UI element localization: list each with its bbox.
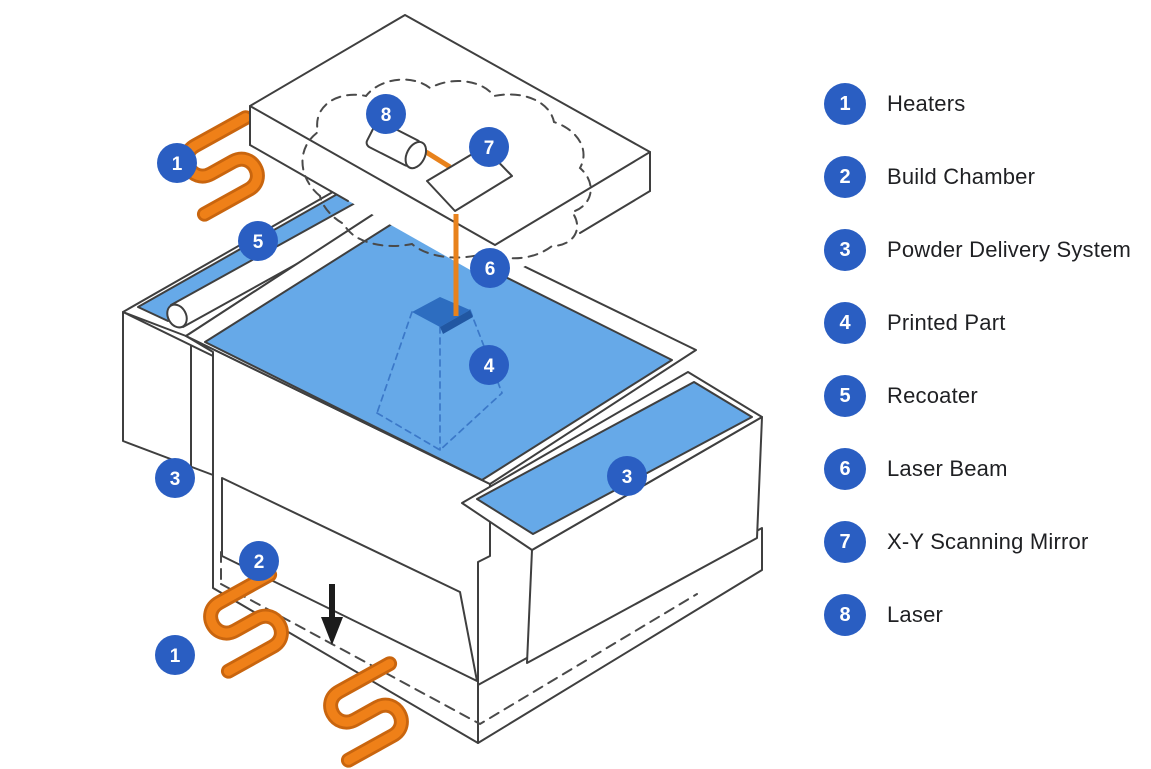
badge-number: 1 xyxy=(172,154,183,175)
right-bin-powder-strip xyxy=(476,381,753,535)
badge-number: 7 xyxy=(484,138,495,159)
legend-label: Laser xyxy=(887,602,944,627)
laser-to-mirror-beam xyxy=(424,149,452,170)
legend-label: Recoater xyxy=(887,383,978,408)
legend-item-heaters: 1 Heaters xyxy=(824,83,1131,125)
badge-circle xyxy=(238,221,278,261)
printed-part-side xyxy=(440,310,473,334)
badge-build-chamber: 2 xyxy=(239,541,279,581)
badge-circle xyxy=(470,248,510,288)
badge-number: 4 xyxy=(484,356,495,377)
coil-inner-stroke xyxy=(206,570,286,676)
coil-inner-stroke xyxy=(326,659,406,765)
printed-part-hidden-outline xyxy=(376,309,503,452)
badge-circle xyxy=(155,635,195,675)
legend-label: X-Y Scanning Mirror xyxy=(887,529,1089,554)
badge-printed-part: 4 xyxy=(469,345,509,385)
diagram-badges: 1 5 8 7 6 4 3 xyxy=(155,94,647,675)
legend-badge: 6 xyxy=(824,448,866,490)
legend-item-recoater: 5 Recoater xyxy=(824,375,1131,417)
legend-item-xy-scanning-mirror: 7 X-Y Scanning Mirror xyxy=(824,521,1131,563)
badge-circle xyxy=(469,127,509,167)
laser-cylinder-cap xyxy=(404,140,428,170)
badge-circle xyxy=(366,94,406,134)
badge-powder-delivery-left: 3 xyxy=(155,458,195,498)
lid-right-face xyxy=(495,152,650,284)
badge-laser-beam: 6 xyxy=(470,248,510,288)
legend-label: Heaters xyxy=(887,91,966,116)
powder-bin-right xyxy=(461,371,763,664)
badge-number: 6 xyxy=(485,259,496,280)
badge-number: 8 xyxy=(381,105,392,126)
legend-label: Laser Beam xyxy=(887,456,1008,481)
legend-label: Powder Delivery System xyxy=(887,237,1132,262)
legend-label: Printed Part xyxy=(887,310,1006,335)
badge-circle xyxy=(607,456,647,496)
machine-top xyxy=(185,201,697,485)
legend-badge: 5 xyxy=(824,375,866,417)
powder-bed xyxy=(204,221,673,481)
badge-heaters-top: 1 xyxy=(157,143,197,183)
lid-top-face xyxy=(249,14,651,246)
build-chamber-panel xyxy=(221,477,478,682)
badge-number: 1 xyxy=(170,646,181,667)
roller-end-cap xyxy=(166,303,188,329)
lid-assembly xyxy=(249,14,651,284)
legend: 1 Heaters 2 Build Chamber 3 Powder Deliv… xyxy=(824,83,1131,667)
badge-laser: 8 xyxy=(366,94,406,134)
legend-badge: 8 xyxy=(824,594,866,636)
legend-item-build-chamber: 2 Build Chamber xyxy=(824,156,1131,198)
badge-number: 3 xyxy=(622,467,633,488)
legend-badge: 3 xyxy=(824,229,866,271)
badge-circle xyxy=(155,458,195,498)
hidden-edge-dashed-bottom xyxy=(220,583,698,726)
badge-number: 3 xyxy=(170,469,181,490)
heater-coil-bottom-center xyxy=(323,656,409,768)
base-front-right-face xyxy=(477,527,763,744)
heater-coil-bottom-left xyxy=(203,567,289,679)
legend-badge: 4 xyxy=(824,302,866,344)
badge-circle xyxy=(469,345,509,385)
badge-recoater: 5 xyxy=(238,221,278,261)
legend-badge: 7 xyxy=(824,521,866,563)
badge-number: 5 xyxy=(253,232,264,253)
badge-heaters-bottom: 1 xyxy=(155,635,195,675)
lid-opening-dashed-outline xyxy=(301,78,592,260)
lid-bottom-right-edge xyxy=(579,190,651,234)
legend-item-printed-part: 4 Printed Part xyxy=(824,302,1131,344)
legend-badge: 2 xyxy=(824,156,866,198)
sls-printer-diagram: 1 5 8 7 6 4 3 xyxy=(122,14,763,768)
legend-item-powder-delivery-system: 3 Powder Delivery System xyxy=(824,229,1131,271)
badge-xy-mirror: 7 xyxy=(469,127,509,167)
legend-item-laser-beam: 6 Laser Beam xyxy=(824,448,1131,490)
lid-bottom-left-edge xyxy=(249,144,349,202)
badge-powder-delivery-right: 3 xyxy=(607,456,647,496)
badge-number: 2 xyxy=(254,552,265,573)
lid-left-face xyxy=(250,106,495,284)
legend-item-laser: 8 Laser xyxy=(824,594,1131,636)
badge-circle xyxy=(157,143,197,183)
legend-label: Build Chamber xyxy=(887,164,1036,189)
machine-base xyxy=(185,335,763,744)
legend-badge: 1 xyxy=(824,83,866,125)
badge-circle xyxy=(239,541,279,581)
piston-down-arrow xyxy=(321,584,343,645)
